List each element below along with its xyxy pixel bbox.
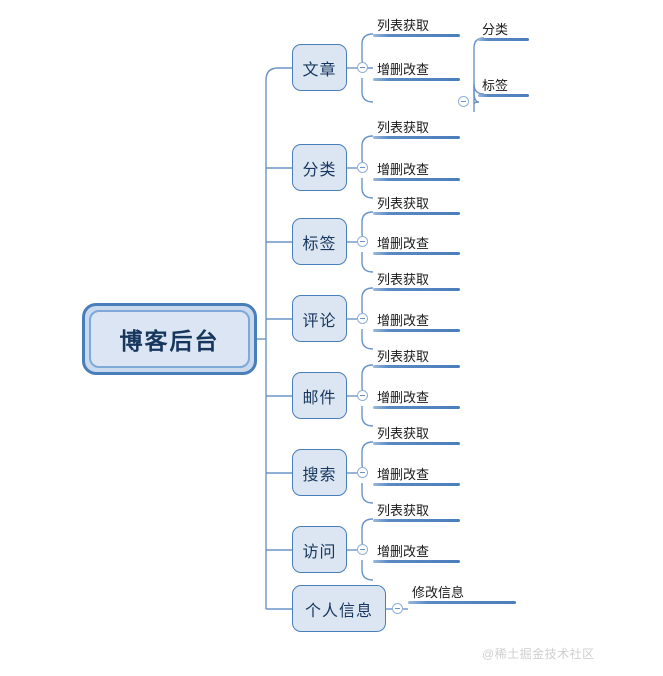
minus-circle-icon[interactable]: [357, 313, 368, 324]
leaf-node-label: 增删改查: [377, 467, 430, 482]
leaf-node[interactable]: 列表获取: [373, 196, 460, 215]
minus-circle-icon[interactable]: [392, 603, 403, 614]
leaf-underline-bar: [478, 94, 529, 97]
minus-circle-icon[interactable]: [357, 162, 368, 173]
leaf-node-label: 列表获取: [377, 18, 430, 33]
leaf-underline-bar: [373, 34, 460, 37]
branch-node-profile[interactable]: 个人信息: [292, 585, 386, 632]
leaf-underline-bar: [373, 329, 460, 332]
branch-node-comment[interactable]: 评论: [292, 295, 347, 342]
leaf-node[interactable]: 列表获取: [373, 18, 460, 37]
leaf-underline-bar: [373, 406, 460, 409]
leaf-underline-bar: [373, 136, 460, 139]
branch-node-visit[interactable]: 访问: [292, 526, 347, 573]
leaf-node-label: 增删改查: [377, 313, 430, 328]
leaf-node[interactable]: 标签: [478, 78, 529, 97]
branch-node-search[interactable]: 搜索: [292, 449, 347, 496]
root-node[interactable]: 博客后台: [82, 303, 257, 375]
minus-circle-icon[interactable]: [357, 62, 368, 73]
leaf-underline-bar: [373, 78, 460, 81]
branch-node-label: 评论: [302, 312, 337, 330]
leaf-node-label: 增删改查: [377, 544, 430, 559]
leaf-underline-bar: [478, 38, 529, 41]
leaf-node[interactable]: 列表获取: [373, 272, 460, 291]
leaf-node-label: 列表获取: [377, 426, 430, 441]
root-node-inner: 博客后台: [89, 310, 250, 368]
branch-node-category[interactable]: 分类: [292, 144, 347, 191]
minus-circle-icon[interactable]: [357, 390, 368, 401]
branch-node-tag[interactable]: 标签: [292, 218, 347, 265]
leaf-node-label: 列表获取: [377, 120, 430, 135]
leaf-node[interactable]: 增删改查: [373, 313, 460, 332]
minus-circle-icon[interactable]: [357, 236, 368, 247]
leaf-node[interactable]: 列表获取: [373, 120, 460, 139]
branch-node-label: 邮件: [302, 389, 337, 407]
leaf-node-label: 列表获取: [377, 196, 430, 211]
branch-node-mail[interactable]: 邮件: [292, 372, 347, 419]
leaf-node[interactable]: 增删改查: [373, 544, 460, 563]
leaf-node-label: 增删改查: [377, 390, 430, 405]
minus-circle-icon[interactable]: [357, 544, 368, 555]
leaf-underline-bar: [373, 483, 460, 486]
leaf-node[interactable]: 分类: [478, 22, 529, 41]
leaf-underline-bar: [373, 560, 460, 563]
branch-node-label: 访问: [302, 543, 337, 561]
leaf-node-label: 列表获取: [377, 503, 430, 518]
leaf-underline-bar: [373, 519, 460, 522]
leaf-node[interactable]: 增删改查: [373, 162, 460, 181]
leaf-node-label: 列表获取: [377, 349, 430, 364]
branch-node-label: 搜索: [302, 466, 337, 484]
leaf-underline-bar: [373, 252, 460, 255]
leaf-underline-bar: [373, 212, 460, 215]
leaf-node[interactable]: 修改信息: [408, 585, 516, 604]
branch-node-article[interactable]: 文章: [292, 44, 347, 91]
leaf-node-label: 列表获取: [377, 272, 430, 287]
branch-node-label: 个人信息: [304, 602, 373, 620]
root-node-label: 博客后台: [119, 328, 220, 354]
leaf-node-label: 标签: [482, 78, 509, 93]
leaf-node[interactable]: 列表获取: [373, 503, 460, 522]
leaf-node[interactable]: 增删改查: [373, 390, 460, 409]
leaf-node[interactable]: 增删改查: [373, 467, 460, 486]
leaf-node-label: 增删改查: [377, 162, 430, 177]
branch-node-label: 标签: [302, 235, 337, 253]
leaf-node-label: 修改信息: [412, 585, 465, 600]
leaf-node-label: 增删改查: [377, 62, 430, 77]
leaf-node[interactable]: 列表获取: [373, 426, 460, 445]
leaf-node[interactable]: 列表获取: [373, 349, 460, 368]
minus-circle-icon[interactable]: [357, 467, 368, 478]
leaf-underline-bar: [408, 601, 516, 604]
leaf-underline-bar: [373, 178, 460, 181]
leaf-underline-bar: [373, 288, 460, 291]
leaf-underline-bar: [373, 442, 460, 445]
branch-node-label: 分类: [302, 161, 337, 179]
leaf-node[interactable]: 增删改查: [373, 236, 460, 255]
leaf-node-label: 分类: [482, 22, 509, 37]
branch-node-label: 文章: [302, 61, 337, 79]
leaf-node-label: 增删改查: [377, 236, 430, 251]
leaf-node[interactable]: 增删改查: [373, 62, 460, 81]
minus-circle-icon[interactable]: [458, 96, 469, 107]
leaf-underline-bar: [373, 365, 460, 368]
watermark: @稀土掘金技术社区: [482, 647, 595, 661]
